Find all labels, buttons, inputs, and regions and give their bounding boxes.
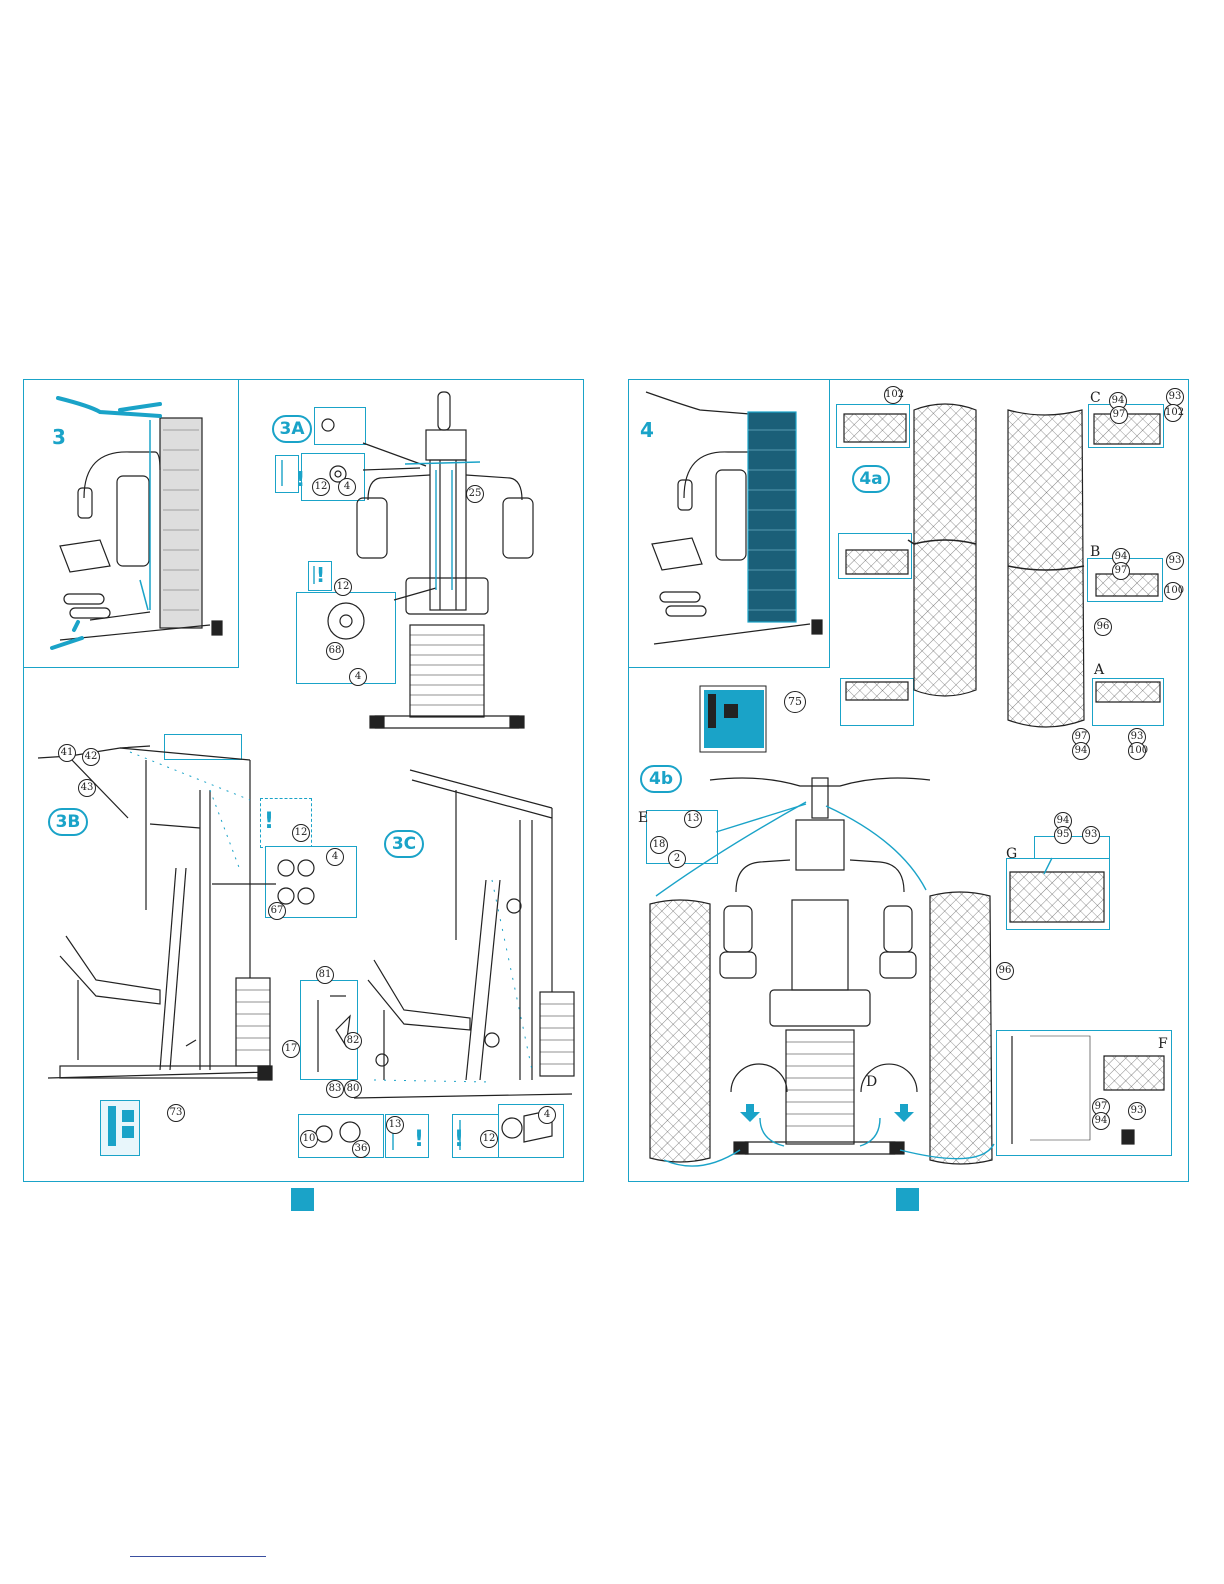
- callout-3b-4: 4: [326, 848, 344, 866]
- step-4b-detail-g: [1006, 858, 1110, 930]
- callout-3b-81: 81: [316, 966, 334, 984]
- callout-3a-12b: 12: [334, 578, 352, 596]
- callout-4a-102: 102: [884, 386, 902, 404]
- callout-3b-82: 82: [344, 1032, 362, 1050]
- callout-3c-36: 36: [352, 1140, 370, 1158]
- step-3a-warning-box: [275, 455, 299, 493]
- callout-3b-12: 12: [292, 824, 310, 842]
- callout-4a-100b: 100: [1128, 742, 1146, 760]
- callout-3b-43: 43: [78, 779, 96, 797]
- step-4a-detail-bottom-left: [840, 678, 914, 726]
- step-3a-warning-box-2: [308, 561, 332, 591]
- step-3a-detail-top: [314, 407, 366, 445]
- callout-3c-12: 12: [480, 1130, 498, 1148]
- callout-4b-93: 93: [1082, 826, 1100, 844]
- callout-4a-102b: 102: [1164, 404, 1182, 422]
- callout-3b-41: 41: [58, 744, 76, 762]
- step-3a-pulley-box: [301, 453, 365, 501]
- step-4b-detail-f: [996, 1030, 1172, 1156]
- step-4b-label: 4b: [640, 765, 682, 793]
- step-3b-top-pulley-box: [164, 734, 242, 760]
- callout-4b-18: 18: [650, 836, 668, 854]
- detail-letter-g: G: [1006, 846, 1017, 862]
- detail-letter-a: A: [1094, 662, 1104, 678]
- detail-letter-b: B: [1090, 544, 1100, 560]
- callout-4a-94c: 94: [1072, 742, 1090, 760]
- step-3c-label: 3C: [384, 830, 424, 858]
- callout-4b-94b: 94: [1092, 1112, 1110, 1130]
- callout-4b-96: 96: [996, 962, 1014, 980]
- callout-75: 75: [784, 691, 806, 713]
- callout-3a-4: 4: [338, 478, 356, 496]
- callout-3b-67: 67: [268, 902, 286, 920]
- step-3b-handle-box: [300, 980, 358, 1080]
- detail-letter-e: E: [638, 810, 648, 826]
- callout-3a-25: 25: [466, 485, 484, 503]
- callout-4b-95: 95: [1054, 826, 1072, 844]
- callout-3b-17: 17: [282, 1040, 300, 1058]
- detail-letter-d: D: [866, 1074, 877, 1090]
- callout-4b-2: 2: [668, 850, 686, 868]
- step-3-number: 3: [52, 425, 66, 449]
- step-4-number: 4: [640, 418, 654, 442]
- callout-4a-100: 100: [1164, 582, 1182, 600]
- callout-3a-68: 68: [326, 642, 344, 660]
- callout-4b-93b: 93: [1128, 1102, 1146, 1120]
- step-4a-detail-a: [1092, 678, 1164, 726]
- step-3a-label: 3A: [272, 415, 312, 443]
- callout-4a-96: 96: [1094, 618, 1112, 636]
- right-page-number-block: [896, 1188, 919, 1211]
- callout-4a-97: 97: [1110, 406, 1128, 424]
- callout-3b-83: 83: [326, 1080, 344, 1098]
- step-4a-label: 4a: [852, 465, 890, 493]
- detail-letter-f: F: [1158, 1036, 1168, 1052]
- callout-3a-12: 12: [312, 478, 330, 496]
- step-4a-detail-top-left: [836, 404, 910, 448]
- footer-underline: [130, 1556, 266, 1557]
- step-3b-label: 3B: [48, 808, 88, 836]
- callout-4a-93b: 93: [1166, 552, 1184, 570]
- left-page-number-block: [291, 1188, 314, 1211]
- callout-3b-80: 80: [344, 1080, 362, 1098]
- step-3a-bracket-box: [296, 592, 396, 684]
- detail-letter-c: C: [1090, 390, 1101, 406]
- callout-4b-13: 13: [684, 810, 702, 828]
- callout-3a-4b: 4: [349, 668, 367, 686]
- step-4a-detail-mid-left: [838, 533, 912, 579]
- callout-3c-13: 13: [386, 1116, 404, 1134]
- step-4-overview-panel: [628, 379, 830, 668]
- callout-3c-10: 10: [300, 1130, 318, 1148]
- callout-4a-97b: 97: [1112, 562, 1130, 580]
- callout-3b-42: 42: [82, 748, 100, 766]
- step-3-overview-panel: [23, 379, 239, 668]
- callout-3c-4: 4: [538, 1106, 556, 1124]
- callout-3b-73: 73: [167, 1104, 185, 1122]
- step-3b-fastener-box: [100, 1100, 140, 1156]
